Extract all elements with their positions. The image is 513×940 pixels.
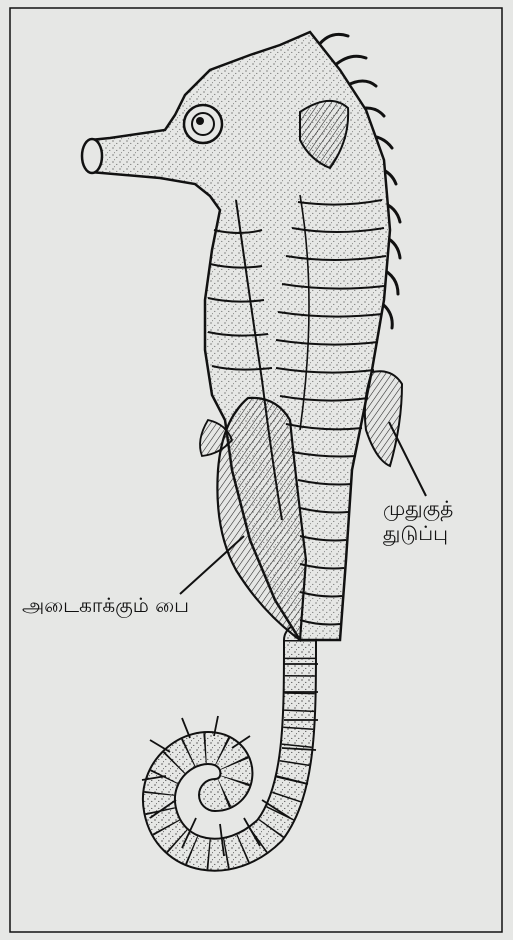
- snout-tip: [82, 139, 102, 173]
- brood-pouch-label: அடைகாக்கும் பை: [22, 593, 189, 618]
- dorsal-fin: [365, 371, 402, 466]
- tail-curl: [159, 640, 300, 855]
- dorsal-fin-label-line1: முதுகுத்: [383, 496, 453, 521]
- dorsal-fin-label: முதுகுத் துடுப்பு: [383, 496, 453, 546]
- dorsal-fin-label-line2: துடுப்பு: [383, 521, 453, 546]
- eye: [184, 105, 222, 143]
- dorsal-fin-pointer: [389, 422, 426, 496]
